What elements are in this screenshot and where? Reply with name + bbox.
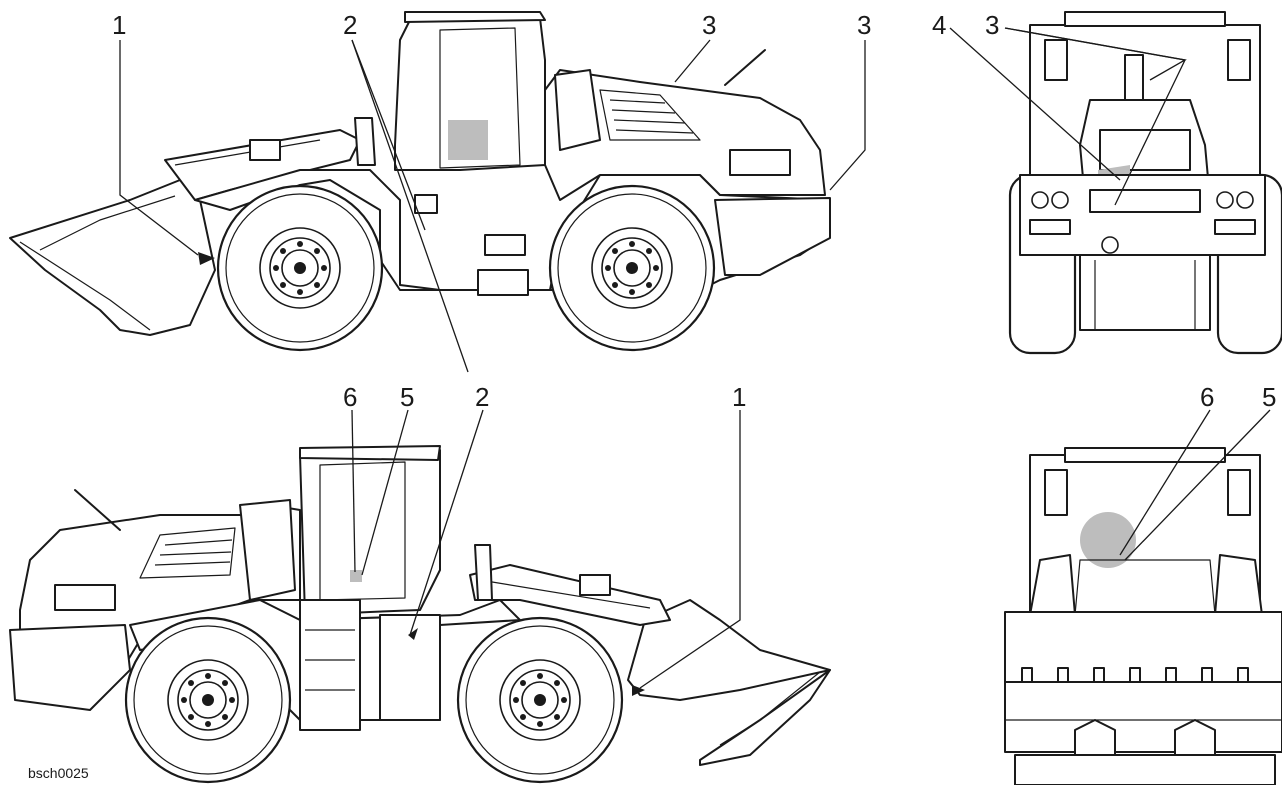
callout-3-top-right: 3: [857, 10, 871, 40]
loader-rear-view: [1004, 447, 1282, 785]
callout-1-top-left: 1: [112, 10, 126, 40]
callout-2-bottom: 2: [475, 382, 489, 412]
callout-6-bottom: 6: [343, 382, 357, 412]
figure-reference-code: bsch0025: [28, 765, 89, 781]
callout-2-top: 2: [343, 10, 357, 40]
callout-1-bottom: 1: [732, 382, 746, 412]
loader-right-side-view: [9, 445, 831, 784]
callout-5-bottom: 5: [400, 382, 414, 412]
loader-left-side-view: [9, 11, 831, 352]
loader-front-view: [1008, 11, 1282, 355]
callout-6-rear: 6: [1200, 382, 1214, 412]
callout-5-rear: 5: [1262, 382, 1276, 412]
callout-4-front: 4: [932, 10, 946, 40]
callout-3-top-mid: 3: [702, 10, 716, 40]
leader-lines: [119, 27, 1271, 689]
callout-3-front: 3: [985, 10, 999, 40]
